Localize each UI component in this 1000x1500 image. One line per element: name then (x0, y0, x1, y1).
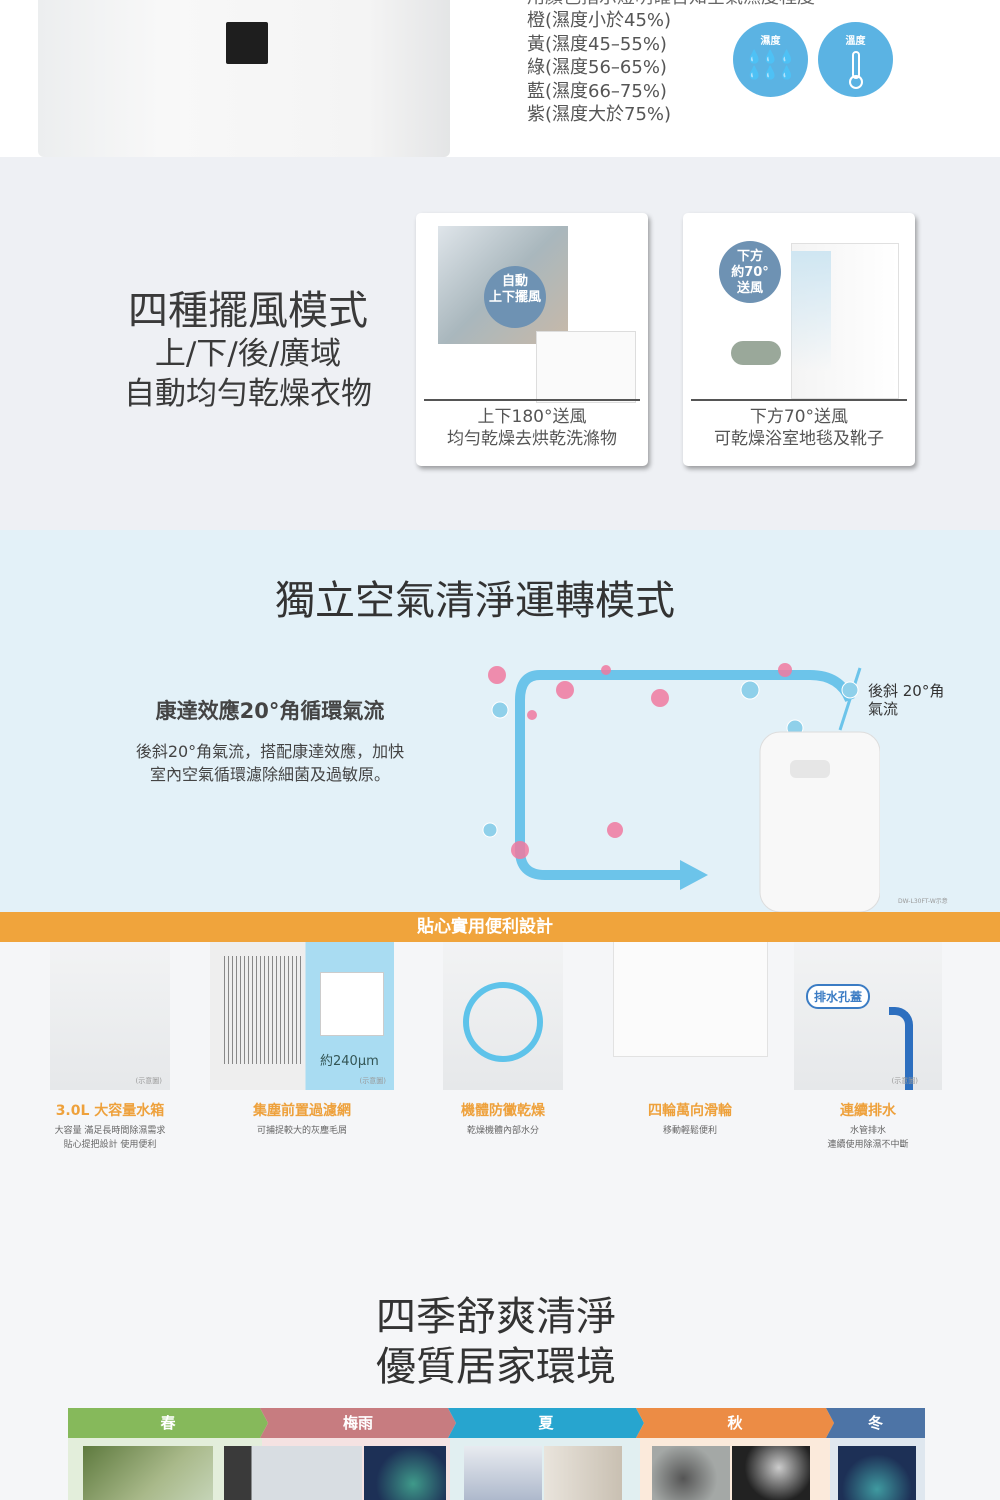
dehumidifier-image (759, 731, 880, 912)
swing-card-180: 自動上下擺風 上下180°送風均勻乾燥去烘乾洗滌物 (416, 213, 648, 466)
air-purify-section: 獨立空氣清淨運轉模式 康達效應20°角循環氣流 後斜20°角氣流，搭配康達效應，… (0, 530, 1000, 912)
humidity-level: 橙(濕度小於45%) (527, 10, 672, 31)
feature-title: 連續排水 (840, 1103, 896, 1119)
feature-casters: 四輪萬向滑輪 移動輕鬆便利 (610, 942, 770, 1138)
humidity-level: 藍(濕度66–75%) (527, 80, 667, 102)
water-drops-icon: 💧💧💧💧💧💧 (746, 50, 795, 81)
positive-ion-icons (488, 663, 792, 859)
filter-image: 約240μm (示意圖) (210, 942, 394, 1090)
season-winter: 冬 (826, 1408, 925, 1438)
bathroom-shoes-image: 下方約70°送風 (691, 221, 907, 399)
feature-desc: 乾燥機體內部水分 (466, 1126, 539, 1136)
humidity-level: 綠(濕度56–65%) (527, 57, 667, 78)
arrow-head-icon (680, 860, 708, 890)
curtain-image (544, 1446, 622, 1500)
season-autumn: 秋 (636, 1408, 834, 1438)
airflow-label: 後斜 20°角氣流 (868, 682, 945, 718)
temperature-badge-label: 溫度 (845, 36, 866, 47)
virus-image (838, 1446, 916, 1500)
humidity-header: 用顏色指示燈明確告知空氣濕度程度 (527, 0, 815, 9)
temperature-badge: 溫度 (818, 22, 893, 97)
season-rainy: 梅雨 (260, 1408, 456, 1438)
drain-cap-callout: 排水孔蓋 (806, 984, 871, 1009)
humidity-level: 黃(濕度45–55%) (527, 33, 667, 55)
swing-card-70: 下方約70°送風 下方70°送風可乾燥浴室地毯及靴子 (683, 213, 915, 466)
features-banner: 貼心實用便利設計 (0, 912, 1000, 942)
swing-title: 四種擺風模式 (128, 288, 368, 334)
swing-mode-heading: 四種擺風模式 上/下/後/廣域 自動均勻乾燥衣物 (118, 288, 378, 414)
control-panel-image (226, 22, 268, 64)
feature-title: 集塵前置過濾網 (253, 1103, 351, 1119)
auto-swing-badge: 自動上下擺風 (484, 266, 546, 328)
swing-caption: 上下180°送風均勻乾燥去烘乾洗滌物 (447, 407, 617, 449)
model-note: DW-L30FT-W示意 (898, 898, 948, 905)
feature-anti-mold: 機體防黴乾燥 乾燥機體內部水分 (423, 942, 583, 1138)
airflow-diagram (482, 663, 880, 912)
feature-water-tank: (示意圖) 3.0L 大容量水箱 大容量 滿足長時間除濕需求貼心提把設計 使用便… (30, 942, 190, 1152)
humidity-badge: 濕度 💧💧💧💧💧💧 (733, 22, 808, 97)
swing-subtitle-2: 自動均勻乾燥衣物 (124, 376, 372, 412)
season-summer: 夏 (448, 1408, 644, 1438)
mesh-size-label: 約240μm (320, 1054, 379, 1069)
feature-desc: 移動輕鬆便利 (662, 1126, 717, 1136)
purify-description: 後斜20°角氣流，搭配康達效應，加快室內空氣循環濾除細菌及過敏原。 (135, 742, 405, 784)
drainage-image: 排水孔蓋 (示意圖) (794, 942, 942, 1090)
laundry-girl-image (224, 1446, 362, 1500)
humidity-badge-label: 濕度 (760, 36, 781, 47)
bedding-image (464, 1446, 542, 1500)
feature-desc: 可捕捉較大的灰塵毛屑 (256, 1126, 347, 1136)
casters-image (612, 942, 768, 1057)
feature-title: 機體防黴乾燥 (461, 1103, 545, 1119)
anti-mold-image (443, 942, 563, 1090)
humidity-level: 紫(濕度大於75%) (527, 104, 672, 125)
season-spring: 春 (68, 1408, 268, 1438)
dust-mite-image (732, 1446, 810, 1500)
bacteria-image (364, 1446, 446, 1500)
feature-title: 3.0L 大容量水箱 (55, 1103, 165, 1119)
feature-title: 四輪萬向滑輪 (648, 1103, 732, 1119)
seasons-title: 四季舒爽清淨優質居家環境 (376, 1294, 616, 1390)
feature-drainage: 排水孔蓋 (示意圖) 連續排水 水管排水連續使用除濕不中斷 (788, 942, 948, 1152)
water-tank-image: (示意圖) (50, 942, 170, 1090)
pollen-image (83, 1446, 213, 1500)
airflow-arrow (515, 670, 855, 880)
swing-caption: 下方70°送風可乾燥浴室地毯及靴子 (714, 407, 884, 449)
feature-desc: 水管排水連續使用除濕不中斷 (827, 1126, 909, 1150)
feature-desc: 大容量 滿足長時間除濕需求貼心提把設計 使用便利 (54, 1126, 166, 1150)
dust-image (652, 1446, 730, 1500)
feature-filter: 約240μm (示意圖) 集塵前置過濾網 可捕捉較大的灰塵毛屑 (210, 942, 394, 1138)
swing-subtitle: 上/下/後/廣域 (154, 336, 342, 372)
purify-title: 獨立空氣清淨運轉模式 (275, 578, 675, 624)
laundry-room-image: 自動上下擺風 (424, 221, 640, 403)
downward-70-badge: 下方約70°送風 (719, 241, 781, 303)
humidity-section: 用顏色指示燈明確告知空氣濕度程度 橙(濕度小於45%) 黃(濕度45–55%) … (0, 0, 1000, 157)
thermometer-icon (848, 51, 863, 89)
purify-subtitle: 康達效應20°角循環氣流 (155, 699, 385, 723)
humidity-level-list: 用顏色指示燈明確告知空氣濕度程度 橙(濕度小於45%) 黃(濕度45–55%) … (527, 0, 815, 127)
